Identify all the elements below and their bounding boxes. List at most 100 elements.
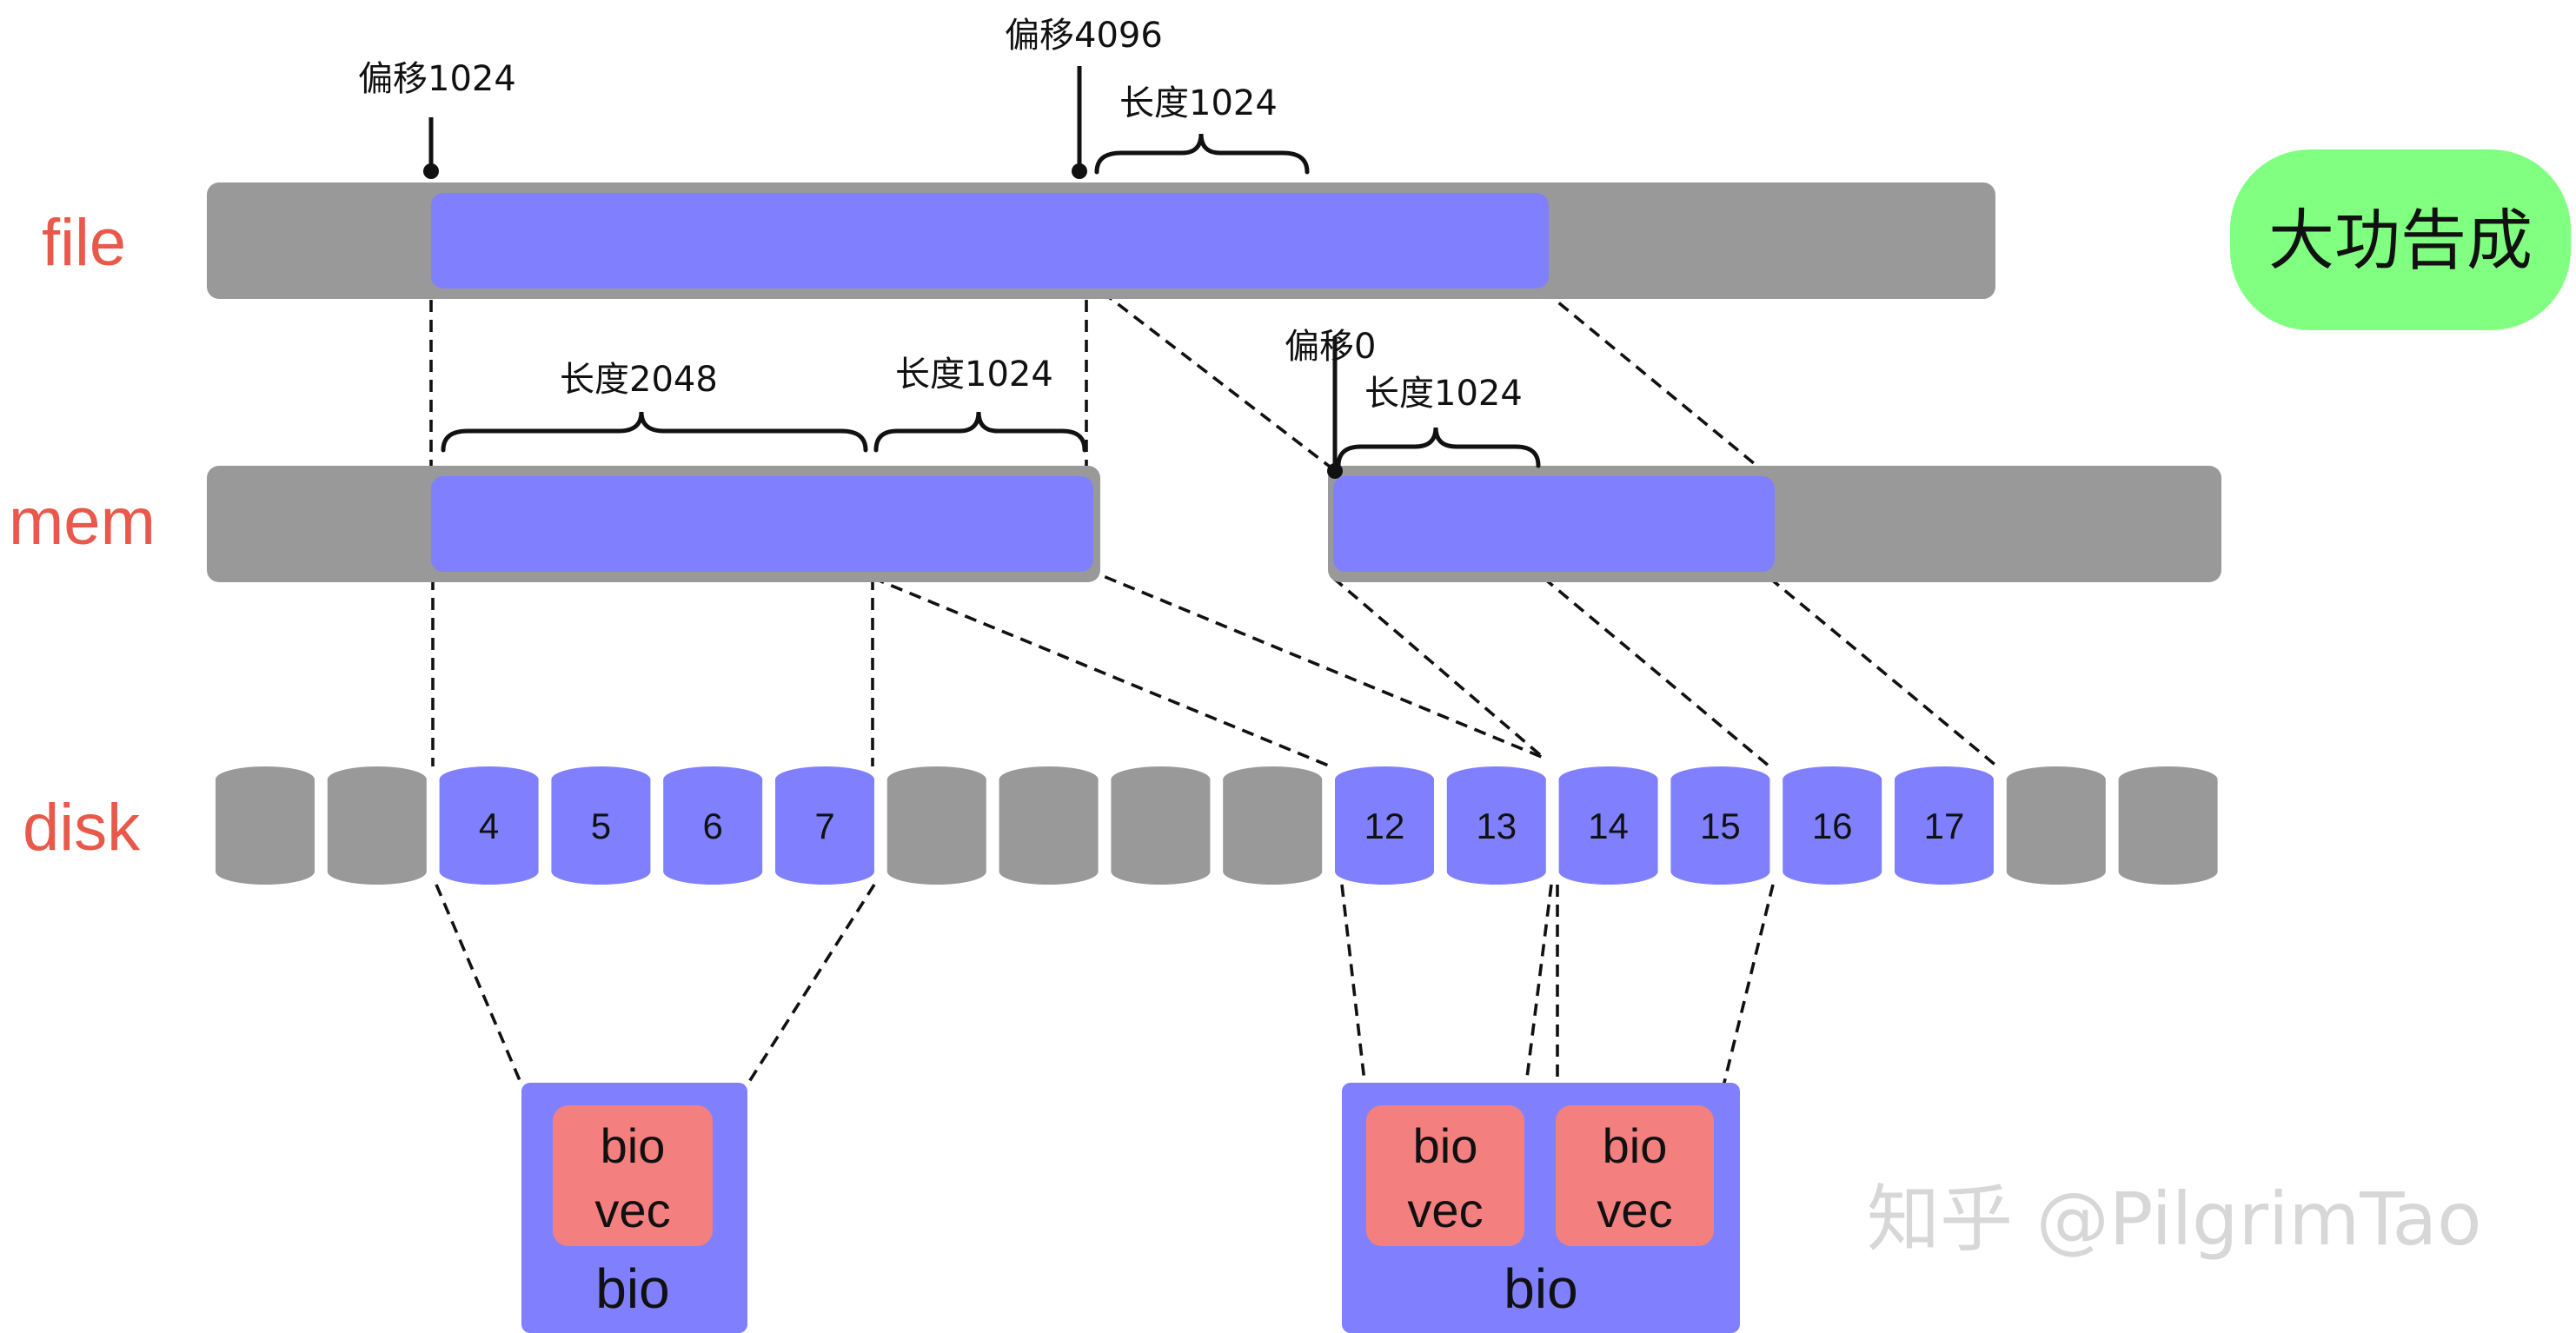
disk-block-body: [439, 779, 539, 872]
disk-block-top: [2006, 766, 2106, 793]
disk-block-unused: [1111, 766, 1211, 885]
file-offset-1-label: 偏移1024: [358, 59, 516, 99]
mem-extent-2: [1333, 476, 1775, 572]
disk-block-number: 6: [703, 806, 723, 846]
disk-block-bottom: [1895, 859, 1994, 885]
file-offset-2-label: 偏移4096: [1005, 16, 1163, 56]
disk-block-top: [1670, 766, 1770, 793]
bio-2-vec-1-line1: bio: [1413, 1118, 1478, 1173]
disk-block-13: 13: [1446, 766, 1546, 885]
disk-block-16: 16: [1783, 766, 1882, 885]
disk-block-unused: [999, 766, 1099, 885]
disk-block-unused: [327, 766, 427, 885]
disk-block-body: [1670, 779, 1770, 872]
disk-block-body: [1895, 779, 1994, 872]
bio-2-vec-1-box: [1366, 1105, 1524, 1246]
disk-block-bottom: [327, 859, 427, 885]
disk-block-17: 17: [1895, 766, 1994, 885]
disk-block-14: 14: [1558, 766, 1658, 885]
disk-block-body: [663, 779, 763, 872]
disk-block-number: 12: [1364, 806, 1405, 846]
file-offset-2-dot: [1072, 163, 1087, 179]
file-row-label: file: [42, 206, 126, 280]
bio-2-vec-2-line2: vec: [1597, 1183, 1672, 1237]
mem-length-1-label: 长度2048: [560, 360, 718, 400]
disk-block-12: 12: [1335, 766, 1434, 885]
disk-block-number: 5: [591, 806, 611, 846]
bio-2-vec-1-line2: vec: [1407, 1183, 1483, 1237]
disk-block-bottom: [216, 859, 315, 885]
disk-block-bottom: [663, 859, 763, 885]
disk-block-top: [775, 766, 874, 793]
disk-block-bottom: [439, 859, 539, 885]
bio-1: bio vec bio: [521, 1083, 747, 1333]
disk-block-body: [551, 779, 651, 872]
mem-length-2-brace: [873, 411, 1087, 453]
bio-1-vec-1-box: [553, 1105, 713, 1246]
disk-block-bottom: [1335, 859, 1434, 885]
mem-extent-1: [431, 476, 1093, 572]
disk-block-top: [439, 766, 539, 793]
disk-block-number: 13: [1476, 806, 1517, 846]
disk-block-top: [886, 766, 986, 793]
file-row: 偏移1024 偏移4096 长度1024: [207, 16, 1995, 299]
disk-block-bottom: [2118, 859, 2218, 885]
disk-block-body: [1446, 779, 1546, 872]
disk-block-top: [327, 766, 427, 793]
disk-block-body: [2006, 779, 2106, 872]
bio-1-vec-1-line2: vec: [594, 1183, 670, 1237]
disk-block-top: [216, 766, 315, 793]
mem-length-1-brace: [441, 411, 868, 453]
watermark: 知乎 @PilgrimTao: [1867, 1177, 2481, 1262]
disk-block-6: 6: [663, 766, 763, 885]
file-length-label: 长度1024: [1119, 83, 1278, 123]
connector-lines: [429, 278, 1999, 1098]
disk-block-top: [1446, 766, 1546, 793]
disk-block-body: [2118, 779, 2218, 872]
disk-block-number: 16: [1812, 806, 1853, 846]
disk-block-bottom: [1670, 859, 1770, 885]
disk-block-unused: [2006, 766, 2106, 885]
disk-block-top: [2118, 766, 2218, 793]
disk-block-body: [775, 779, 874, 872]
disk-block-bottom: [1558, 859, 1658, 885]
file-length-brace: [1094, 133, 1310, 175]
disk-block-unused: [1223, 766, 1323, 885]
disk-block-body: [1335, 779, 1434, 872]
disk-block-body: [1558, 779, 1658, 872]
disk-block-bottom: [775, 859, 874, 885]
disk-block-body: [999, 779, 1099, 872]
disk-block-top: [1558, 766, 1658, 793]
disk-block-bottom: [999, 859, 1099, 885]
disk-block-7: 7: [775, 766, 874, 885]
bio-2-vec-2-box: [1556, 1105, 1714, 1246]
disk-block-bottom: [1223, 859, 1323, 885]
disk-block-bottom: [1783, 859, 1882, 885]
disk-block-unused: [2118, 766, 2218, 885]
bio-1-vec-1-line1: bio: [601, 1118, 666, 1173]
disk-block-number: 7: [814, 806, 834, 846]
disk-block-top: [551, 766, 651, 793]
bio-2: bio vec bio vec bio: [1342, 1083, 1740, 1333]
mem-length-3-label: 长度1024: [1364, 374, 1523, 414]
disk-block-number: 14: [1588, 806, 1629, 846]
disk-block-15: 15: [1670, 766, 1770, 885]
disk-block-top: [1783, 766, 1882, 793]
disk-block-bottom: [2006, 859, 2106, 885]
file-extent: [431, 193, 1549, 288]
disk-block-body: [886, 779, 986, 872]
disk-block-body: [327, 779, 427, 872]
bio-2-vec-2-line1: bio: [1603, 1118, 1668, 1173]
disk-block-body: [1223, 779, 1323, 872]
disk-block-5: 5: [551, 766, 651, 885]
completion-badge: 大功告成: [2230, 149, 2571, 330]
disk-block-unused: [216, 766, 315, 885]
disk-block-top: [999, 766, 1099, 793]
bio-2-label: bio: [1504, 1257, 1577, 1320]
bio-1-label: bio: [595, 1257, 669, 1320]
mem-offset-label: 偏移0: [1285, 327, 1376, 367]
disk-block-top: [1335, 766, 1434, 793]
